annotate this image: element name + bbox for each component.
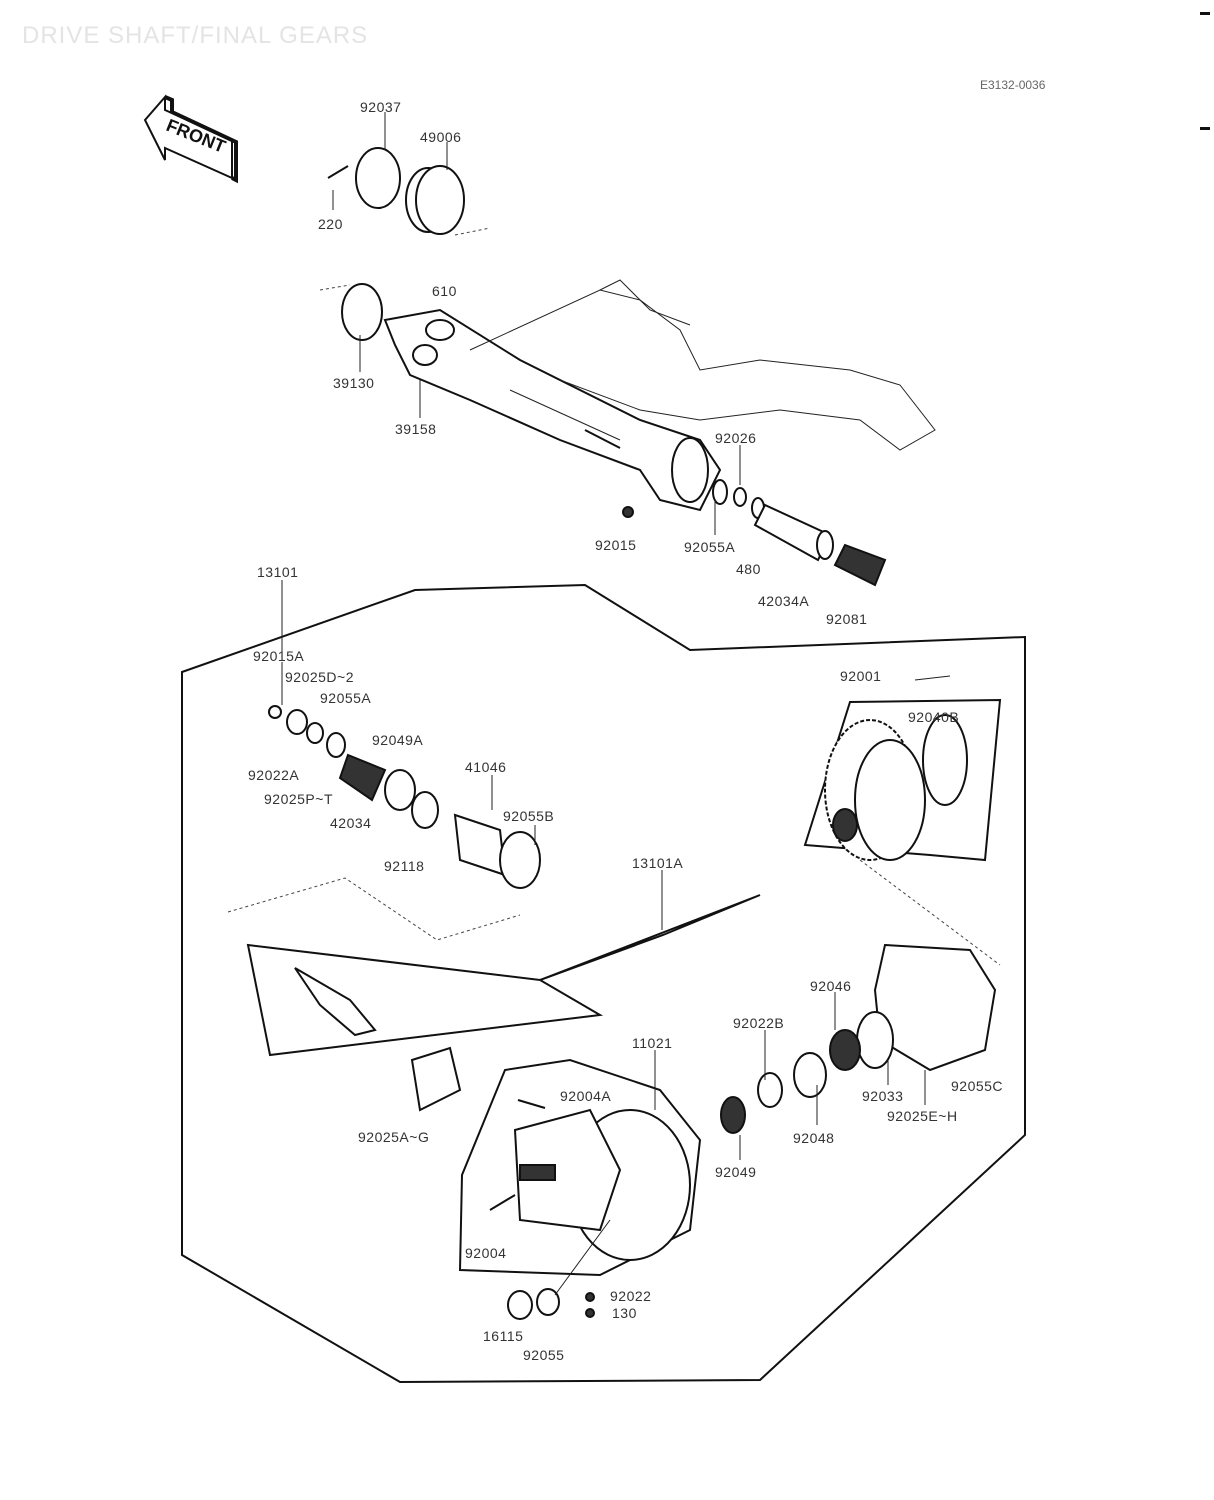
part-label[interactable]: 92055B — [503, 808, 554, 824]
part-label[interactable]: 92022A — [248, 767, 299, 783]
part-label[interactable]: 92004A — [560, 1088, 611, 1104]
diagram-title: DRIVE SHAFT/FINAL GEARS — [22, 22, 369, 49]
part-label[interactable]: 92081 — [826, 611, 867, 627]
part-label[interactable]: 220 — [318, 216, 343, 232]
part-label[interactable]: 130 — [612, 1305, 637, 1321]
leader-lines — [281, 112, 926, 1160]
part-label[interactable]: 92055A — [320, 690, 371, 706]
part-label[interactable]: 92055C — [951, 1078, 1003, 1094]
part-label[interactable]: 13101A — [632, 855, 683, 871]
part-label[interactable]: 92046 — [810, 978, 851, 994]
part-label[interactable]: 16115 — [483, 1328, 523, 1344]
pinion-parts-drawing — [268, 705, 541, 1037]
part-label[interactable]: 92015 — [595, 537, 636, 553]
ring-gear-drawing — [824, 675, 968, 861]
part-label[interactable]: 92048 — [793, 1130, 834, 1146]
part-label[interactable]: 92049 — [715, 1164, 756, 1180]
edge-mark — [1200, 12, 1210, 15]
part-label[interactable]: 11021 — [632, 1035, 672, 1051]
cover-and-bearings-drawing — [410, 943, 997, 1134]
part-label[interactable]: 92025P~T — [264, 791, 333, 807]
part-label[interactable]: 92025A~G — [358, 1129, 429, 1145]
part-label[interactable]: 92040B — [908, 709, 959, 725]
part-label[interactable]: 92055 — [523, 1347, 564, 1363]
part-label[interactable]: 41046 — [465, 759, 506, 775]
part-label[interactable]: 92055A — [684, 539, 735, 555]
joint-assembly-drawing — [319, 147, 491, 291]
part-label[interactable]: 92049A — [372, 732, 423, 748]
part-label[interactable]: 92001 — [840, 668, 881, 684]
part-label[interactable]: 39158 — [395, 421, 436, 437]
part-label[interactable]: 92025D~2 — [285, 669, 354, 685]
part-label[interactable]: 92037 — [360, 99, 401, 115]
part-label[interactable]: 42034 — [330, 815, 371, 831]
part-label[interactable]: 92026 — [715, 430, 756, 446]
part-label[interactable]: 13101 — [257, 564, 298, 580]
part-label[interactable]: 92033 — [862, 1088, 903, 1104]
output-shaft-parts-drawing — [622, 479, 887, 587]
part-label[interactable]: 92015A — [253, 648, 304, 664]
part-label[interactable]: 92025E~H — [887, 1108, 958, 1124]
part-label[interactable]: 92022 — [610, 1288, 651, 1304]
part-label[interactable]: 610 — [432, 283, 457, 299]
part-label[interactable]: 92022B — [733, 1015, 784, 1031]
part-number-labels: 92037 49006 220 610 39130 39158 92026 92… — [248, 99, 1003, 1363]
swing-arm-drawing — [341, 279, 936, 512]
part-label[interactable]: 39130 — [333, 375, 374, 391]
edge-mark — [1200, 127, 1210, 130]
final-gear-case-drawing — [489, 1099, 691, 1320]
assembly-outline — [181, 583, 1026, 1384]
ring-gear-group-outline — [803, 698, 1002, 862]
part-label[interactable]: 92004 — [465, 1245, 506, 1261]
diagram-reference-code: E3132-0036 — [980, 78, 1046, 92]
part-label[interactable]: 49006 — [420, 129, 461, 145]
part-label[interactable]: 92118 — [384, 858, 424, 874]
front-arrow-icon: FRONT — [143, 94, 238, 184]
pinion-group-outline — [246, 894, 761, 1057]
part-label[interactable]: 480 — [736, 561, 761, 577]
part-label[interactable]: 42034A — [758, 593, 809, 609]
